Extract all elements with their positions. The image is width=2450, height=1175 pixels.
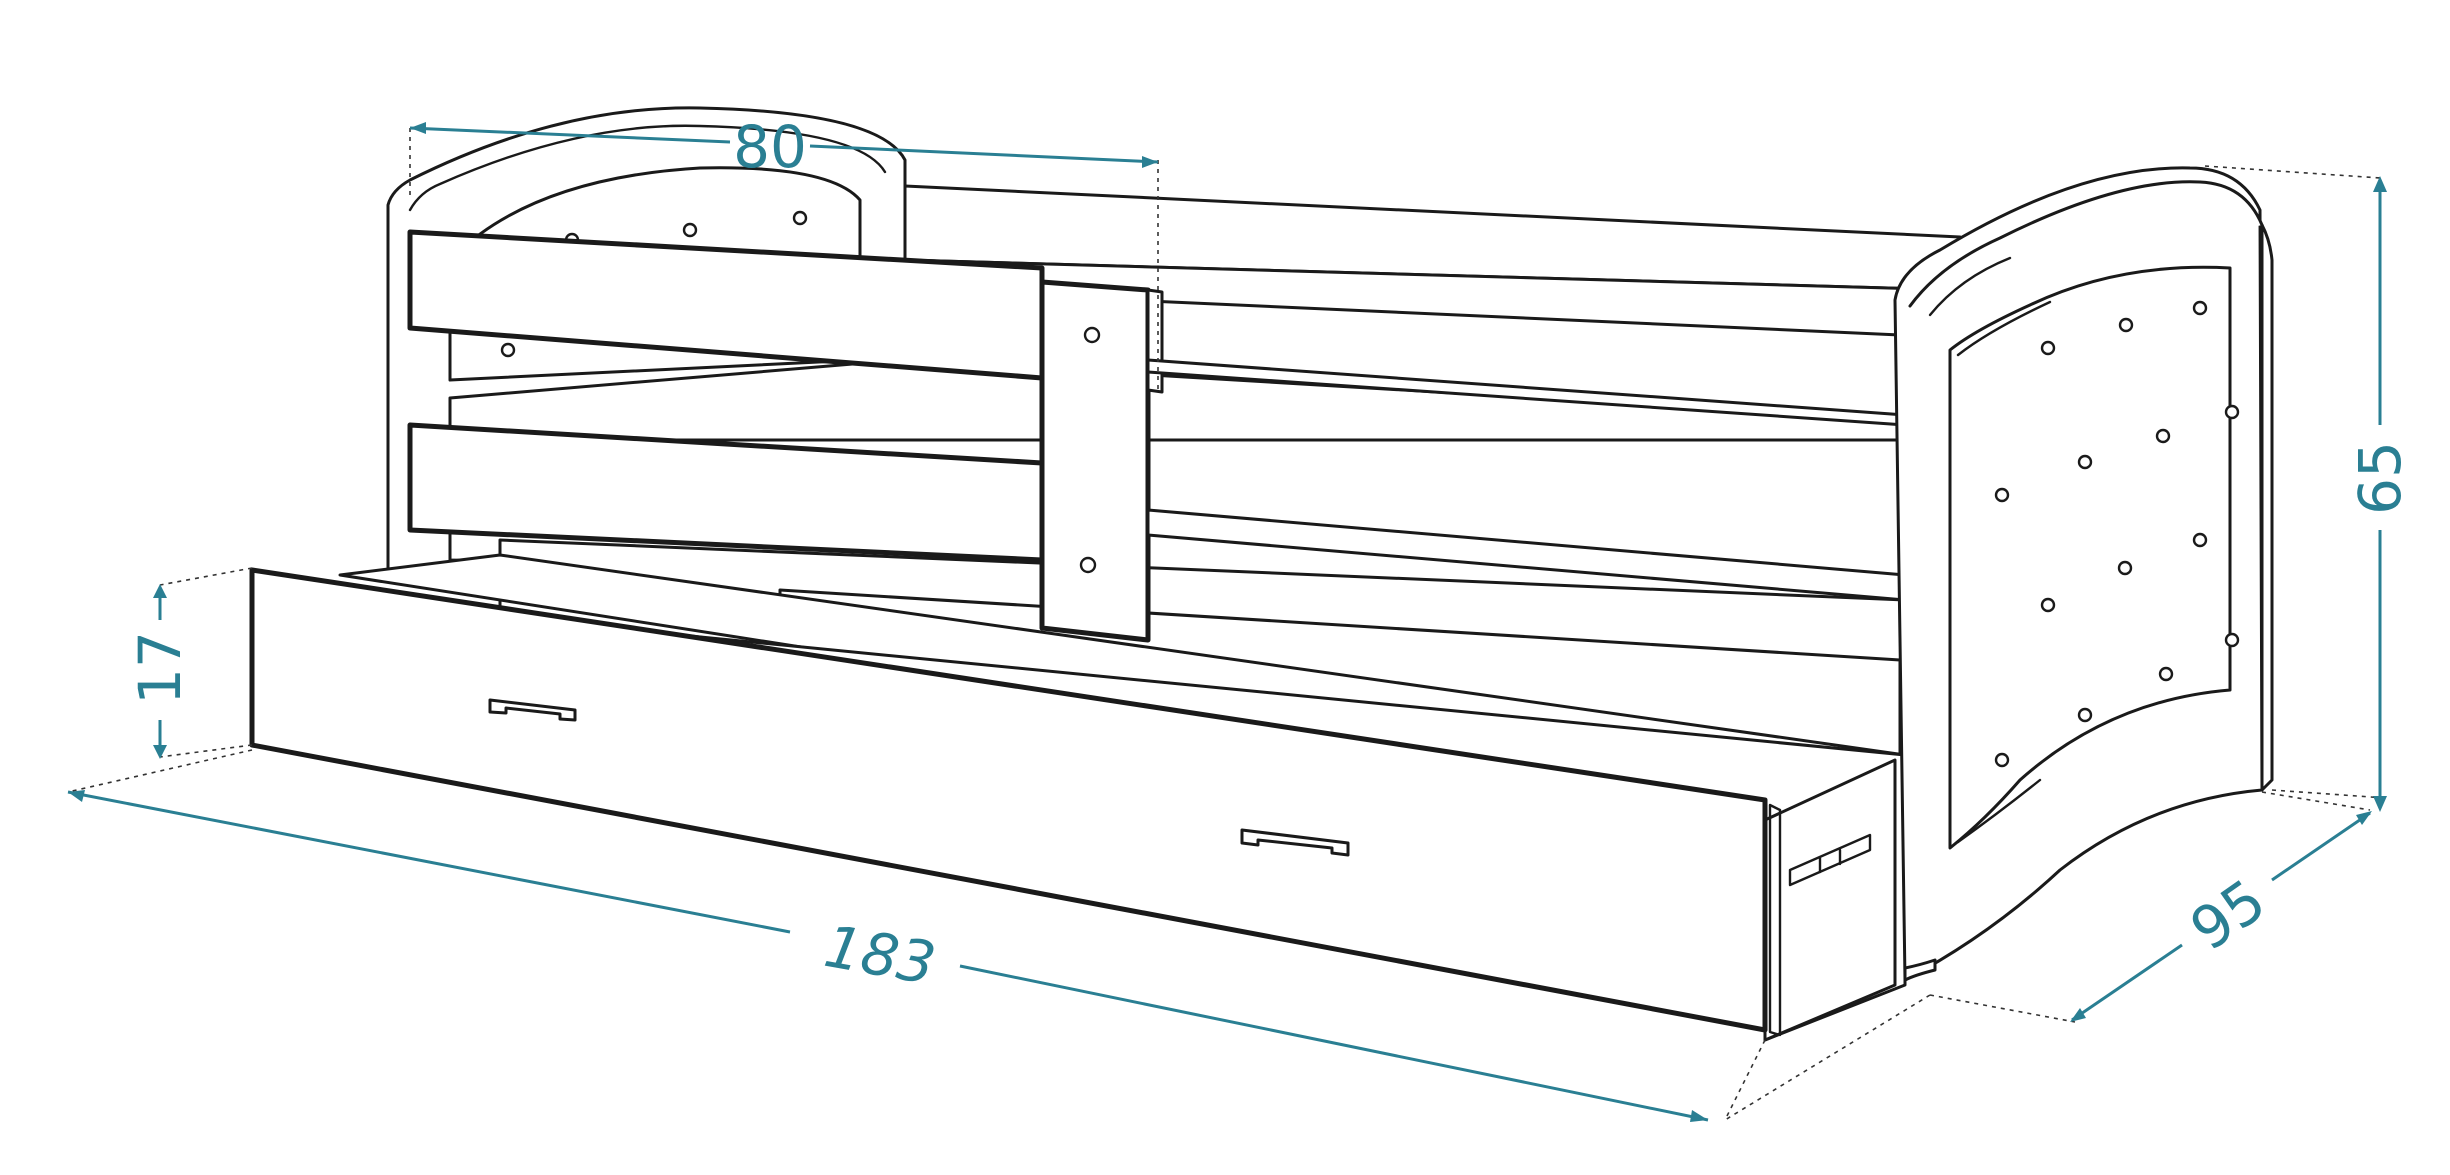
drawer-handle bbox=[1240, 828, 1350, 857]
dimension-height: 65 bbox=[2346, 176, 2414, 812]
stud bbox=[2224, 404, 2240, 420]
dimension-drawer-height: 17 bbox=[126, 584, 194, 759]
stud bbox=[2040, 597, 2056, 613]
right-headboard bbox=[1893, 166, 2274, 982]
stud bbox=[1994, 487, 2010, 503]
stud bbox=[682, 222, 698, 238]
stud bbox=[2224, 632, 2240, 648]
drawer bbox=[249, 553, 1907, 1042]
stud bbox=[2040, 340, 2056, 356]
drawer-handle bbox=[488, 698, 577, 722]
stud bbox=[2155, 428, 2171, 444]
dimension-length-label: 183 bbox=[820, 912, 941, 998]
dimension-width-label: 80 bbox=[733, 113, 807, 181]
stud bbox=[792, 210, 808, 226]
stud bbox=[2158, 666, 2174, 682]
post-screw bbox=[1083, 326, 1101, 344]
stud bbox=[2118, 317, 2134, 333]
stud bbox=[2192, 532, 2208, 548]
stud bbox=[1994, 752, 2010, 768]
post-screw bbox=[1079, 556, 1097, 574]
extension-lines bbox=[67, 128, 2386, 1121]
dimension-height-label: 65 bbox=[2346, 441, 2414, 515]
stud bbox=[2077, 454, 2093, 470]
dimension-width: 80 bbox=[409, 113, 1159, 181]
safety-barrier bbox=[407, 229, 1164, 643]
stud bbox=[500, 342, 516, 358]
stud bbox=[2192, 300, 2208, 316]
dimension-depth: 95 bbox=[2070, 811, 2372, 1022]
dimension-drawer-height-label: 17 bbox=[126, 631, 194, 705]
front-rails bbox=[1146, 358, 1907, 602]
dimension-depth-label: 95 bbox=[2178, 866, 2277, 964]
stud bbox=[2077, 707, 2093, 723]
stud bbox=[2117, 560, 2133, 576]
